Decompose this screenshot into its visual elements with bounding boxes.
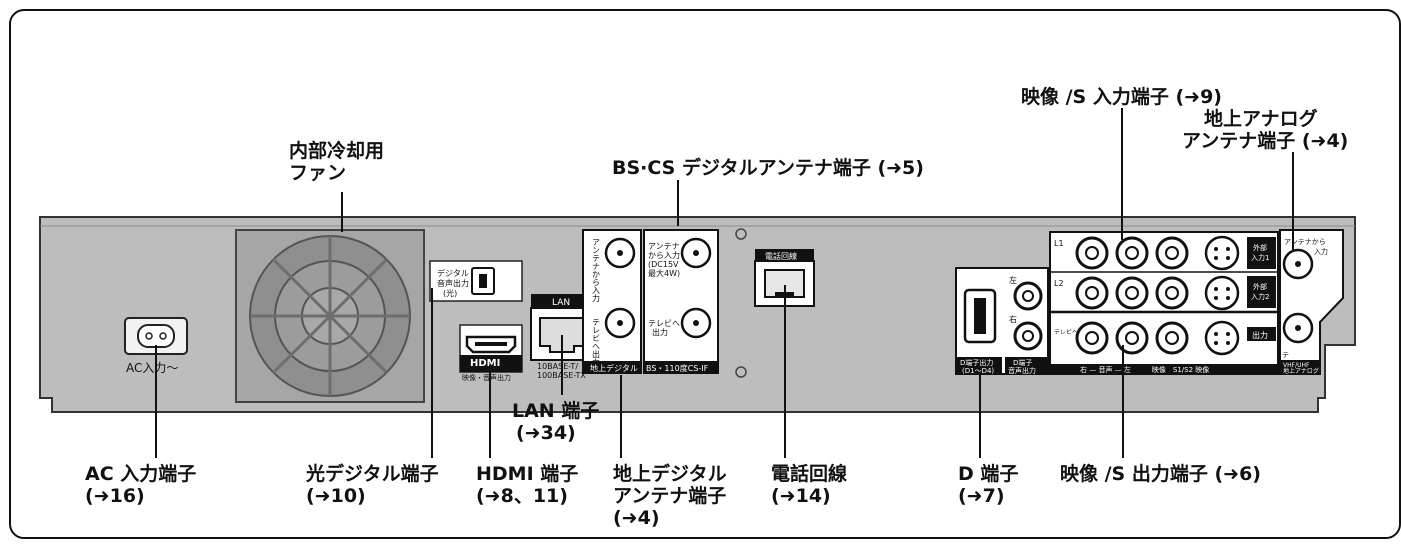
analog-footer-2: 地上アナログ <box>1283 367 1319 375</box>
dig-tv-out-port[interactable] <box>604 307 636 339</box>
l1-label: L1 <box>1054 239 1064 248</box>
d-left-label: 左 <box>1009 275 1017 285</box>
callout-video-s-in: 映像 /S 入力端子 (➜9) <box>1021 86 1222 108</box>
hdmi-caption: 映像・音声出力 <box>462 373 511 382</box>
in2-audio-l-port[interactable] <box>1115 276 1149 310</box>
av-tv-small-label: テレビへ <box>1054 328 1078 336</box>
bs-out-label-2: 出力 <box>652 327 668 337</box>
ext-in2-label-1: 外部 <box>1253 282 1267 291</box>
cooling-fan <box>235 229 425 403</box>
callout-d-terminal-line2: (➜7) <box>958 485 1005 507</box>
d-audio-caption-1: D端子 <box>1013 358 1032 367</box>
hdmi-port[interactable] <box>465 335 517 354</box>
callout-digital-antenna-line1: 地上デジタル <box>613 463 727 485</box>
analog-in-label-1: アンテナから <box>1284 238 1326 246</box>
callout-analog-antenna: 地上アナログ アンテナ端子 (➜4) <box>1182 108 1348 152</box>
optical-panel-label-3: (光) <box>443 288 457 298</box>
d-out-caption-1: D端子出力 <box>960 358 993 367</box>
callout-analog-antenna-line1: 地上アナログ <box>1204 108 1318 130</box>
callout-d-terminal-line1: D 端子 <box>958 463 1019 485</box>
bs-cs-footer: BS・110度CS-IF <box>646 363 709 373</box>
bs-out-label-1: テレビへ <box>648 319 680 328</box>
dig-tv-out-label: テレビへ出力 <box>592 318 601 367</box>
callout-lan-line2: (➜34) <box>516 422 576 444</box>
callout-optical: 光デジタル端子 (➜10) <box>306 463 439 507</box>
out-audio-l-port[interactable] <box>1115 321 1149 355</box>
callout-analog-antenna-line2: アンテナ端子 (➜4) <box>1182 130 1349 152</box>
analog-footer-1: VHF/UHF <box>1283 362 1310 369</box>
bs-cs-out-port[interactable] <box>680 307 712 339</box>
ext-in1-label-1: 外部 <box>1253 243 1267 252</box>
optical-panel-label-2: 音声出力 <box>437 278 469 288</box>
phone-header: 電話回線 <box>765 251 797 261</box>
out-label: 出力 <box>1252 330 1268 340</box>
d-audio-right-port[interactable] <box>1013 321 1043 351</box>
callout-phone-line1: 電話回線 <box>771 463 848 485</box>
in1-audio-l-port[interactable] <box>1115 236 1149 270</box>
d-audio-left-port[interactable] <box>1013 281 1043 311</box>
optical-port[interactable] <box>471 267 495 295</box>
callout-lan: LAN 端子 (➜34) <box>512 400 599 444</box>
av-footer: 右 — 音声 — 左 映像 S1/S2 映像 <box>1080 365 1209 374</box>
bs-cs-in-port[interactable] <box>680 237 712 269</box>
callout-fan-line1: 内部冷却用 <box>289 140 385 162</box>
dig-antenna-in-label: アンテナから入力 <box>592 238 601 303</box>
callout-d-terminal: D 端子 (➜7) <box>958 463 1018 507</box>
lan-header: LAN <box>552 298 570 308</box>
out-s-video-port[interactable] <box>1204 320 1240 356</box>
dig-antenna-footer: 地上デジタル <box>590 363 638 373</box>
callout-video-s-out: 映像 /S 出力端子 (➜6) <box>1060 463 1261 485</box>
leader-lines <box>155 108 1294 458</box>
callout-digital-antenna-line3: (➜4) <box>613 507 660 529</box>
analog-in-port[interactable] <box>1282 248 1314 280</box>
l2-label: L2 <box>1054 279 1064 288</box>
callout-phone: 電話回線 (➜14) <box>771 463 847 507</box>
bs-in-label-4: 最大4W) <box>648 268 680 278</box>
callout-ac-in-line1: AC 入力端子 <box>85 463 197 485</box>
callout-lan-line1: LAN 端子 <box>512 400 600 422</box>
lan-caption-1: 10BASE-T/ <box>537 362 578 371</box>
ac-panel-label: AC入力〜 <box>126 361 178 375</box>
outer-frame <box>9 9 1401 539</box>
callout-hdmi-line2: (➜8、11) <box>476 485 568 507</box>
analog-in-label-2: 入力 <box>1314 247 1328 256</box>
ac-inlet[interactable] <box>124 317 188 355</box>
in2-s-video-port[interactable] <box>1204 275 1240 311</box>
d-out-caption-2: (D1〜D4) <box>962 367 994 375</box>
bs-in-label-2: から入力 <box>648 250 680 260</box>
in2-audio-r-port[interactable] <box>1075 276 1109 310</box>
callout-phone-line2: (➜14) <box>771 485 831 507</box>
callout-hdmi-line1: HDMI 端子 <box>476 463 579 485</box>
bs-in-label-1: アンテナ <box>648 242 680 251</box>
in1-video-port[interactable] <box>1155 236 1189 270</box>
out-audio-r-port[interactable] <box>1075 321 1109 355</box>
in1-s-video-port[interactable] <box>1204 235 1240 271</box>
callout-optical-line2: (➜10) <box>306 485 366 507</box>
callout-hdmi: HDMI 端子 (➜8、11) <box>476 463 578 507</box>
d-audio-caption-2: 音声出力 <box>1008 366 1036 375</box>
optical-panel-label-1: デジタル <box>437 268 469 278</box>
hdmi-logo: HDMI <box>470 358 500 369</box>
d-right-label: 右 <box>1009 314 1017 324</box>
callout-ac-in: AC 入力端子 (➜16) <box>85 463 196 507</box>
analog-out-port[interactable] <box>1282 312 1314 344</box>
callout-ac-in-line2: (➜16) <box>85 485 145 507</box>
d-terminal-port[interactable] <box>963 288 997 344</box>
callout-fan: 内部冷却用 ファン <box>289 140 384 184</box>
callout-digital-antenna: 地上デジタル アンテナ端子 (➜4) <box>613 463 727 529</box>
ext-in2-label-2: 入力2 <box>1251 292 1269 301</box>
callout-digital-antenna-line2: アンテナ端子 <box>613 485 727 507</box>
analog-out-label: テ <box>1282 351 1289 359</box>
dig-antenna-in-port[interactable] <box>604 237 636 269</box>
callout-fan-line2: ファン <box>289 162 347 184</box>
in2-video-port[interactable] <box>1155 276 1189 310</box>
bs-in-label-3: (DC15V <box>648 260 679 269</box>
callout-bs-cs: BS·CS デジタルアンテナ端子 (➜5) <box>612 157 924 179</box>
in1-audio-r-port[interactable] <box>1075 236 1109 270</box>
callout-optical-line1: 光デジタル端子 <box>306 463 439 485</box>
out-video-port[interactable] <box>1155 321 1189 355</box>
ext-in1-label-2: 入力1 <box>1251 253 1269 262</box>
